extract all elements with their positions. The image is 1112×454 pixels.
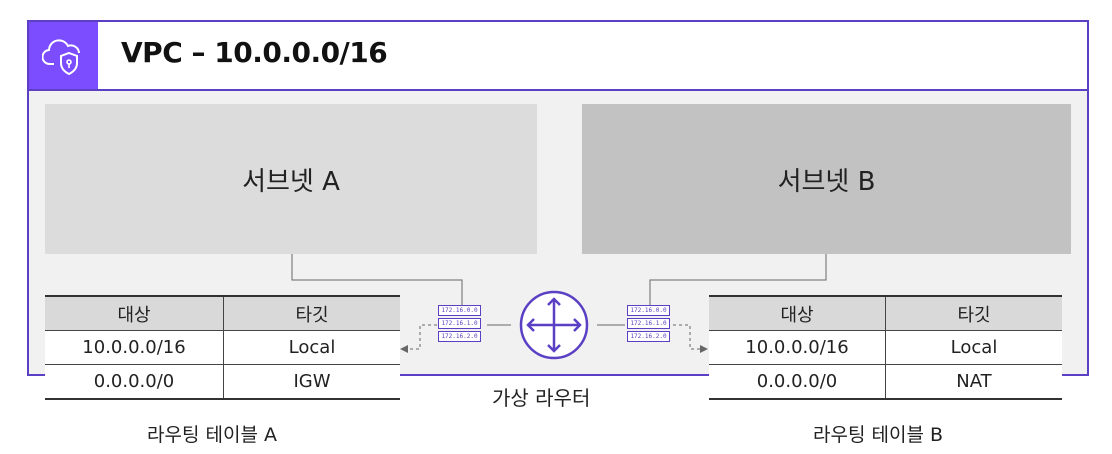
ip-block: 172.16.1.0: [627, 318, 670, 329]
subnet-b: 서브넷 B: [582, 104, 1071, 254]
subnet-a: 서브넷 A: [45, 104, 537, 254]
cell-destination: 10.0.0.0/16: [709, 330, 886, 365]
cell-target: NAT: [885, 364, 1062, 400]
cell-target: IGW: [223, 364, 400, 400]
ip-block: 172.16.2.0: [627, 331, 670, 342]
col-header-destination: 대상: [45, 295, 224, 331]
route-table-b-label: 라우팅 테이블 B: [813, 424, 943, 446]
ip-block: 172.16.0.0: [438, 305, 481, 316]
cell-destination: 0.0.0.0/0: [45, 364, 224, 400]
route-table-a-label: 라우팅 테이블 A: [147, 424, 277, 446]
cell-destination: 10.0.0.0/16: [45, 330, 224, 365]
table-row: 0.0.0.0/0 IGW: [45, 364, 400, 400]
route-table-a: 대상 타깃 10.0.0.0/16 Local 0.0.0.0/0 IGW: [45, 295, 400, 400]
col-header-target: 타깃: [885, 295, 1062, 331]
table-row: 10.0.0.0/16 Local: [45, 330, 400, 365]
router-arrows-icon: [519, 290, 589, 360]
ip-stack-left: 172.16.0.0 172.16.1.0 172.16.2.0: [438, 305, 485, 344]
cell-target: Local: [223, 330, 400, 365]
table-row: 0.0.0.0/0 NAT: [709, 364, 1062, 400]
route-table-b: 대상 타깃 10.0.0.0/16 Local 0.0.0.0/0 NAT: [709, 295, 1062, 400]
col-header-destination: 대상: [709, 295, 886, 331]
ip-block: 172.16.0.0: [627, 305, 670, 316]
ip-stack-right: 172.16.0.0 172.16.1.0 172.16.2.0: [627, 305, 674, 344]
vpc-title: VPC – 10.0.0.0/16: [121, 36, 388, 69]
router-label: 가상 라우터: [492, 386, 591, 410]
cell-target: Local: [885, 330, 1062, 365]
col-header-target: 타깃: [223, 295, 400, 331]
cell-destination: 0.0.0.0/0: [709, 364, 886, 400]
vpc-header: VPC – 10.0.0.0/16: [29, 22, 1087, 91]
ip-block: 172.16.1.0: [438, 318, 481, 329]
subnet-a-label: 서브넷 A: [242, 166, 340, 197]
ip-block: 172.16.2.0: [438, 331, 481, 342]
subnet-b-label: 서브넷 B: [777, 166, 876, 197]
table-row: 10.0.0.0/16 Local: [709, 330, 1062, 365]
cloud-shield-icon: [29, 22, 98, 89]
